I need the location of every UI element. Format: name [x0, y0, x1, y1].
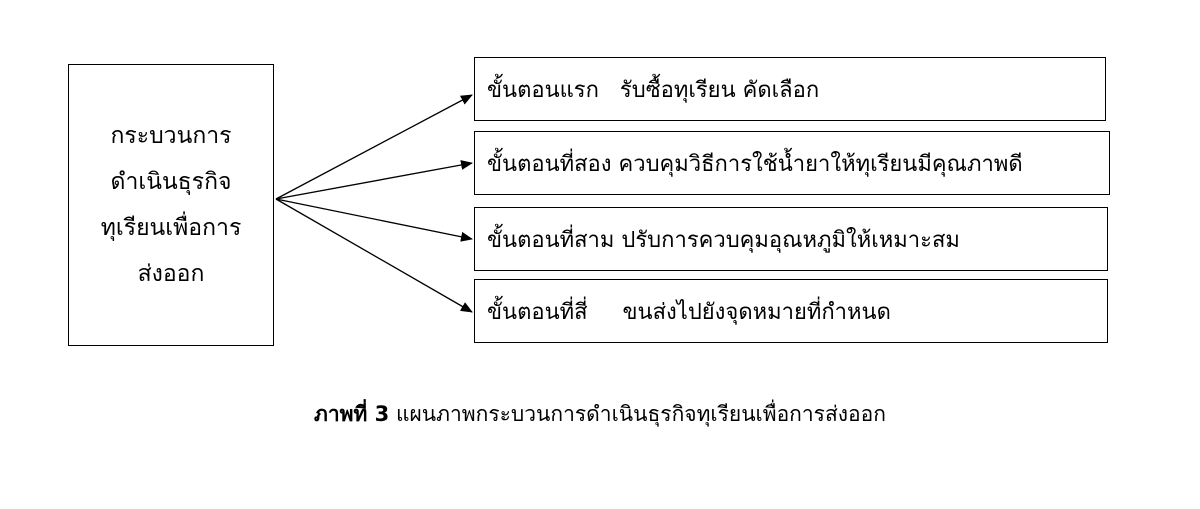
source-box: กระบวนการ ดำเนินธุรกิจ ทุเรียนเพื่อการ ส… — [68, 64, 274, 346]
source-line-4: ส่งออก — [137, 261, 205, 287]
step-1-text: ขั้นตอนแรก รับซื้อทุเรียน คัดเลือก — [487, 77, 820, 103]
step-3-box: ขั้นตอนที่สาม ปรับการควบคุมอุณหภูมิให้เห… — [474, 207, 1108, 271]
arrow-step-4 — [275, 198, 473, 313]
figure-caption: ภาพที่ 3 แผนภาพกระบวนการดำเนินธุรกิจทุเร… — [0, 398, 1200, 431]
arrow-step-3 — [275, 198, 473, 242]
step-3-text: ขั้นตอนที่สาม ปรับการควบคุมอุณหภูมิให้เห… — [487, 227, 960, 253]
caption-label: ภาพที่ 3 — [314, 402, 390, 426]
arrow-step-1 — [275, 94, 473, 200]
step-1-box: ขั้นตอนแรก รับซื้อทุเรียน คัดเลือก — [474, 57, 1106, 121]
source-line-1: กระบวนการ — [110, 123, 232, 149]
step-4-box: ขั้นตอนที่สี่ ขนส่งไปยังจุดหมายที่กำหนด — [474, 279, 1108, 343]
step-4-text: ขั้นตอนที่สี่ ขนส่งไปยังจุดหมายที่กำหนด — [487, 299, 891, 325]
step-2-text: ขั้นตอนที่สอง ควบคุมวิธีการใช้น้ำยาให้ทุ… — [487, 151, 1023, 177]
source-line-3: ทุเรียนเพื่อการ — [100, 215, 242, 241]
caption-text: แผนภาพกระบวนการดำเนินธุรกิจทุเรียนเพื่อก… — [389, 402, 886, 426]
source-line-2: ดำเนินธุรกิจ — [110, 169, 232, 195]
arrow-step-2 — [275, 160, 473, 200]
step-2-box: ขั้นตอนที่สอง ควบคุมวิธีการใช้น้ำยาให้ทุ… — [474, 131, 1110, 195]
